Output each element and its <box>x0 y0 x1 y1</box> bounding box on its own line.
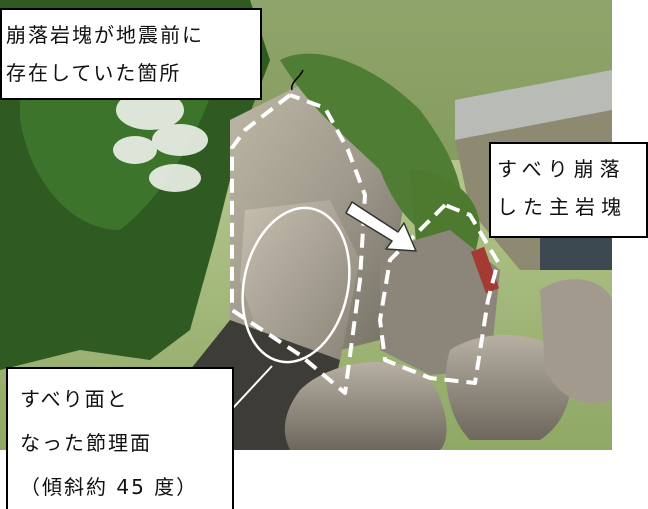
collapsed-block-area <box>380 230 500 375</box>
slip-surface-ellipse <box>241 206 351 364</box>
callout-right-line-2: した主岩塊 <box>497 195 627 219</box>
large-boulder <box>284 361 447 450</box>
slide-direction-arrow <box>345 201 417 252</box>
far-right-boulders <box>540 279 612 404</box>
leader-line-bottom <box>232 365 273 409</box>
callout-right-line-1: すべり崩落 <box>497 157 626 181</box>
pre-quake-block-outline <box>230 93 367 395</box>
callout-top-line-2: 存在していた箇所 <box>6 61 182 85</box>
callout-main-slid-block: すべり崩落 した主岩塊 <box>489 142 648 238</box>
callout-slip-joint-plane: すべり面と なった節理面 （傾斜約 45 度） <box>6 367 234 509</box>
main-block-outline <box>378 203 500 385</box>
callout-pre-quake-location: 崩落岩塊が地震前に 存在していた箇所 <box>0 8 262 100</box>
callout-bottom-line-1: すべり面と <box>20 387 129 411</box>
callout-bottom-line-2: なった節理面 <box>20 431 152 455</box>
joint-plane <box>240 200 360 360</box>
white-flowers <box>113 90 208 192</box>
leader-line-top <box>291 69 304 91</box>
callout-bottom-line-3: （傾斜約 45 度） <box>20 475 199 499</box>
concrete-wall <box>455 70 612 140</box>
callout-top-line-1: 崩落岩塊が地震前に <box>6 23 204 47</box>
